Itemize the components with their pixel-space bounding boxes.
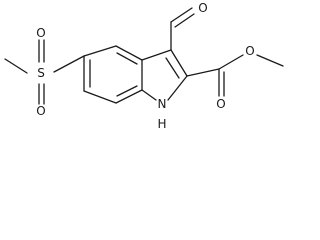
bond-c4-c3a <box>115 45 143 61</box>
bond-c7a-c7-inner <box>116 85 138 97</box>
bond-methyl-sulfur <box>4 58 28 74</box>
bond-ester-ether <box>218 54 244 70</box>
indole-nitrogen-label: N <box>158 97 167 111</box>
bond-cho-oxygen-b <box>174 13 195 28</box>
bond-c2-ester-carbon <box>186 68 220 77</box>
bond-c5-c4 <box>83 45 117 57</box>
indole-hydrogen-label: H <box>157 117 166 131</box>
chemical-structure-diagram: S O O O O O N H <box>4 1 284 131</box>
bond-c3-c2 <box>170 49 188 77</box>
ester-carbonyl-oxygen-label: O <box>216 97 225 111</box>
sulfur-label: S <box>37 66 45 80</box>
bond-n1-c7a <box>141 89 157 101</box>
ester-ether-oxygen-label: O <box>245 44 254 58</box>
bond-cho-oxygen-a <box>170 7 193 23</box>
bond-c2-n1 <box>167 75 188 101</box>
sulfonyl-oxygen-top-label: O <box>36 26 45 40</box>
bond-c3a-c3 <box>141 49 172 61</box>
sulfonyl-oxygen-bottom-label: O <box>36 104 45 118</box>
bond-c7-c6 <box>83 90 117 104</box>
aldehyde-oxygen-label: O <box>198 1 207 15</box>
bond-c7a-c7 <box>115 89 143 104</box>
bond-c4-c3a-inner <box>116 52 138 65</box>
bond-sulfur-ring <box>53 55 85 73</box>
bond-c3-c2-inner <box>165 57 180 79</box>
bond-ether-methyl <box>256 54 284 67</box>
